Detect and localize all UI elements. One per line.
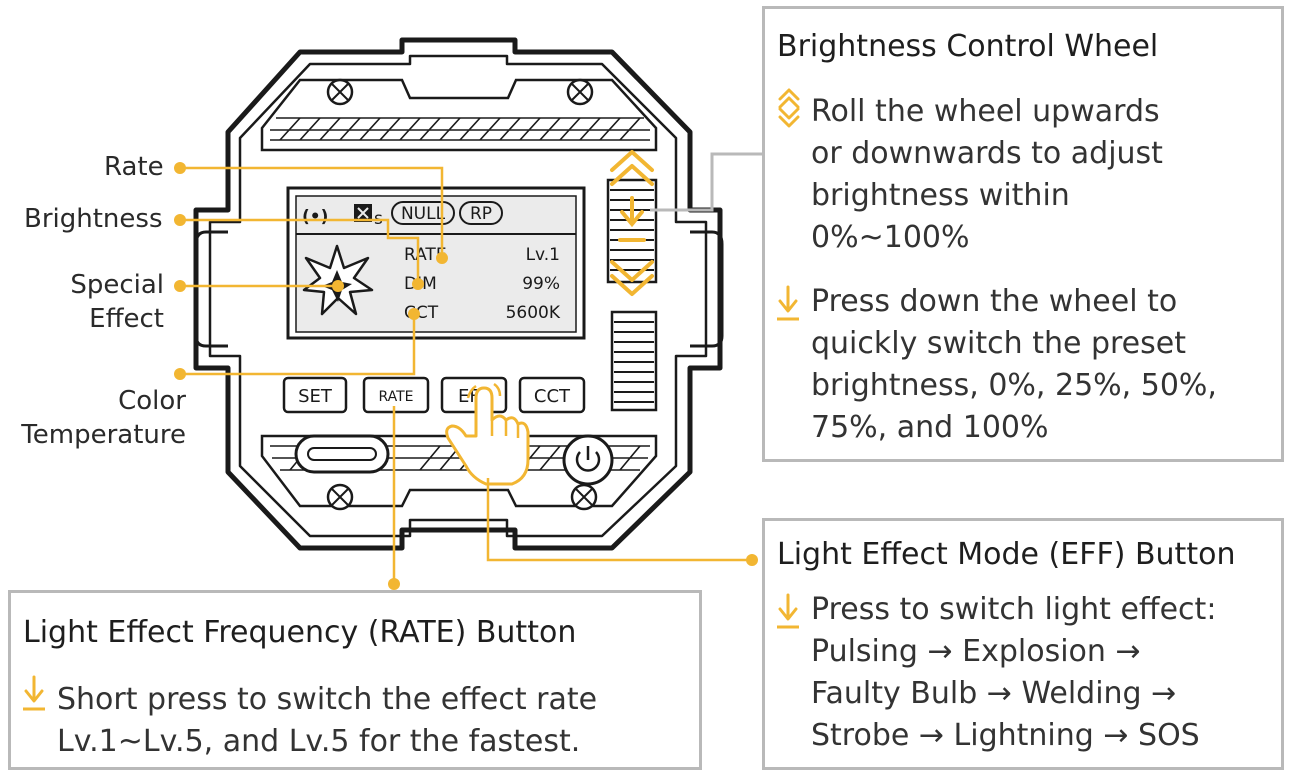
label-color-temperature-line1: Color bbox=[118, 386, 186, 416]
leader-line-endpoints bbox=[174, 162, 758, 590]
eff-text-line: Strobe → Lightning → SOS bbox=[811, 718, 1200, 753]
label-special-effect-line2: Effect bbox=[89, 304, 164, 334]
right-handle bbox=[690, 230, 724, 348]
rate-button-label: RATE bbox=[378, 389, 413, 405]
eff-press-arrow-icon bbox=[777, 593, 799, 629]
device-body-inner bbox=[208, 54, 708, 538]
label-color-temperature: Color Temperature bbox=[18, 384, 186, 452]
cct-button[interactable] bbox=[518, 376, 586, 414]
lcd-row-rate-value: Lv.1 bbox=[526, 245, 560, 265]
label-color-temperature-line2: Temperature bbox=[21, 420, 186, 450]
eff-button-info-box: Light Effect Mode (EFF) Button Press to … bbox=[762, 518, 1284, 770]
rate-button[interactable] bbox=[362, 376, 430, 414]
leader-lines bbox=[180, 166, 752, 584]
brightness-wheel-press-text: Press down the wheel to quickly switch t… bbox=[811, 281, 1217, 449]
roll-text-line: or downwards to adjust bbox=[811, 136, 1163, 171]
pointing-hand-icon bbox=[445, 386, 530, 486]
wireless-icon: (•) bbox=[302, 207, 328, 227]
press-text-line: 75%, and 100% bbox=[811, 410, 1049, 445]
secondary-wheel-ridges bbox=[614, 321, 654, 403]
usb-port bbox=[294, 434, 390, 474]
eff-button-title: Light Effect Mode (EFF) Button bbox=[777, 537, 1236, 572]
set-button-label: SET bbox=[298, 386, 333, 407]
rp-badge bbox=[459, 201, 503, 225]
label-rate: Rate bbox=[104, 152, 164, 182]
eff-text-line: Pulsing → Explosion → bbox=[811, 634, 1141, 669]
top-grip-pattern bbox=[270, 117, 650, 141]
power-icon bbox=[575, 451, 601, 472]
label-special-effect-line1: Special bbox=[70, 270, 164, 300]
eff-text-line: Faulty Bulb → Welding → bbox=[811, 676, 1177, 711]
rate-button-title: Light Effect Frequency (RATE) Button bbox=[23, 615, 577, 650]
brightness-wheel-title: Brightness Control Wheel bbox=[777, 29, 1159, 64]
rate-button-description: Short press to switch the effect rate Lv… bbox=[57, 679, 597, 763]
set-button[interactable] bbox=[282, 376, 348, 414]
rate-press-arrow-icon bbox=[23, 675, 45, 711]
lcd-row-dim-value: 99% bbox=[522, 274, 560, 294]
updown-chevrons-icon bbox=[778, 88, 800, 128]
cct-button-label: CCT bbox=[534, 386, 571, 407]
wheel-press-arrow-icon bbox=[618, 196, 646, 242]
roll-text-line: brightness within bbox=[811, 178, 1070, 213]
eff-text-line: Press to switch light effect: bbox=[811, 592, 1217, 627]
press-down-arrow-icon bbox=[777, 285, 799, 321]
rate-button-info-box: Light Effect Frequency (RATE) Button Sho… bbox=[8, 590, 702, 770]
label-brightness: Brightness bbox=[24, 204, 163, 234]
rate-text-line: Lv.1~Lv.5, and Lv.5 for the fastest. bbox=[57, 724, 581, 759]
press-text-line: quickly switch the preset bbox=[811, 326, 1186, 361]
lcd-row-rate-key: RATE bbox=[404, 245, 447, 265]
brightness-box-connector bbox=[650, 152, 764, 212]
rate-text-line: Short press to switch the effect rate bbox=[57, 682, 598, 717]
roll-text-line: 0%~100% bbox=[811, 220, 970, 255]
brightness-wheel-info-box: Brightness Control Wheel Roll the wheel … bbox=[762, 6, 1284, 462]
eff-button-description: Press to switch light effect: Pulsing → … bbox=[811, 589, 1216, 757]
top-grip-plate bbox=[260, 78, 658, 152]
press-text-line: brightness, 0%, 25%, 50%, bbox=[811, 368, 1217, 403]
brightness-wheel-roll-text: Roll the wheel upwards or downwards to a… bbox=[811, 91, 1163, 259]
lcd-row-cct-value: 5600K bbox=[506, 303, 561, 323]
null-badge bbox=[391, 201, 455, 225]
press-text-line: Press down the wheel to bbox=[811, 284, 1178, 319]
wheel-up-chevron-icon bbox=[610, 150, 654, 186]
rp-badge-text: RP bbox=[470, 204, 492, 224]
label-special-effect: Special Effect bbox=[68, 268, 164, 336]
roll-text-line: Roll the wheel upwards bbox=[811, 94, 1160, 129]
wheel-down-chevron-icon bbox=[610, 260, 654, 296]
left-handle bbox=[194, 230, 228, 348]
null-badge-text: NULL bbox=[401, 204, 446, 224]
